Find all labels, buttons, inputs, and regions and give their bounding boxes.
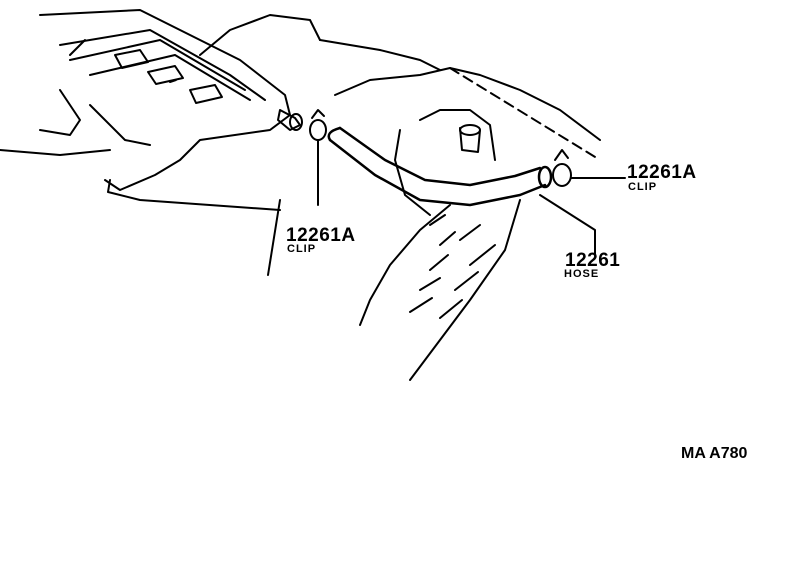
callout-part-number-right-clip: 12261A	[627, 162, 697, 183]
callout-part-number-left-clip: 12261A	[286, 225, 356, 246]
fitting-pipe	[277, 109, 303, 131]
clip-right	[552, 149, 626, 187]
hose	[327, 126, 553, 207]
intake-manifold	[0, 9, 441, 211]
air-cleaner-body	[334, 67, 601, 216]
callout-name-hose: HOSE	[564, 268, 600, 280]
callout-name-left-clip: CLIP	[287, 243, 317, 255]
clip-left	[309, 109, 327, 206]
diagram-code: MA A780	[681, 445, 748, 462]
callout-name-right-clip: CLIP	[628, 181, 658, 193]
intake-duct	[359, 199, 521, 381]
leader-lines	[267, 194, 596, 276]
callout-part-number-hose: 12261	[565, 250, 621, 271]
